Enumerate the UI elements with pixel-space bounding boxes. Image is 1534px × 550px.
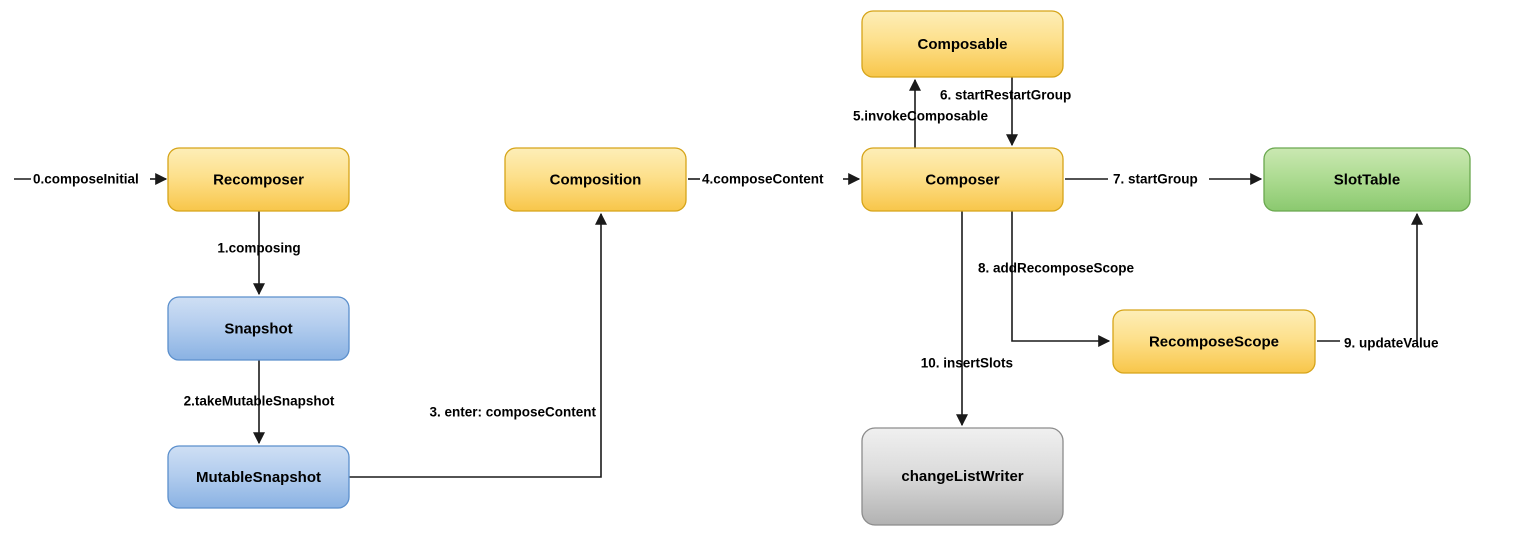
edge-3-enter-composeContent: 3. enter: composeContent bbox=[349, 212, 607, 478]
edge-4-label: 4.composeContent bbox=[702, 172, 824, 187]
edge-2-takeMutableSnapshot: 2.takeMutableSnapshot bbox=[184, 360, 335, 445]
node-slot-table-box[interactable] bbox=[1263, 147, 1471, 212]
edge-0-composeInitial: 0.composeInitial bbox=[14, 172, 168, 187]
edge-9-label: 9. updateValue bbox=[1344, 336, 1439, 351]
edge-1-composing: 1.composing bbox=[217, 211, 301, 296]
edge-7-label: 7. startGroup bbox=[1113, 172, 1198, 187]
edge-3-label: 3. enter: composeContent bbox=[429, 405, 596, 420]
node-composer-label: Composer bbox=[925, 171, 999, 188]
edge-8-arrow bbox=[1011, 211, 1111, 347]
edge-0-label: 0.composeInitial bbox=[33, 172, 139, 187]
node-slot-table[interactable]: SlotTable bbox=[1263, 147, 1471, 212]
node-recompose-scope[interactable]: RecomposeScope bbox=[1112, 309, 1316, 374]
node-recompose-scope-box[interactable] bbox=[1112, 309, 1316, 374]
edge-5-label: 5.invokeComposable bbox=[853, 109, 989, 124]
edge-8-label: 8. addRecomposeScope bbox=[978, 261, 1135, 276]
edge-6-label: 6. startRestartGroup bbox=[940, 88, 1071, 103]
node-composable-label: Composable bbox=[917, 36, 1007, 53]
node-snapshot[interactable]: Snapshot bbox=[167, 296, 350, 361]
edge-5-invokeComposable: 5.invokeComposable bbox=[853, 78, 989, 148]
node-composition-box[interactable] bbox=[504, 147, 687, 212]
node-recomposer-label: Recomposer bbox=[213, 171, 304, 188]
edge-7-startGroup: 7. startGroup bbox=[1065, 172, 1263, 187]
edge-8-addRecomposeScope: 8. addRecomposeScope bbox=[978, 211, 1135, 347]
edge-3-arrow bbox=[349, 212, 607, 478]
node-composition-label: Composition bbox=[550, 171, 642, 188]
node-mutable-snapshot[interactable]: MutableSnapshot bbox=[167, 445, 350, 509]
node-composer[interactable]: Composer bbox=[861, 147, 1064, 212]
edge-4-composeContent: 4.composeContent bbox=[688, 172, 861, 187]
node-composable[interactable]: Composable bbox=[861, 10, 1064, 78]
node-recomposer[interactable]: Recomposer bbox=[167, 147, 350, 212]
node-snapshot-label: Snapshot bbox=[224, 320, 292, 337]
edge-9-updateValue: 9. updateValue bbox=[1317, 212, 1439, 351]
edge-6-startRestartGroup: 6. startRestartGroup bbox=[940, 77, 1071, 147]
edge-1-label: 1.composing bbox=[217, 241, 300, 256]
node-recomposer-box[interactable] bbox=[167, 147, 350, 212]
edge-10-insertSlots: 10. insertSlots bbox=[921, 211, 1013, 427]
node-change-list-writer-box[interactable] bbox=[861, 427, 1064, 526]
node-snapshot-box[interactable] bbox=[167, 296, 350, 361]
node-composer-box[interactable] bbox=[861, 147, 1064, 212]
edge-10-label: 10. insertSlots bbox=[921, 356, 1013, 371]
node-composition[interactable]: Composition bbox=[504, 147, 687, 212]
edge-2-label: 2.takeMutableSnapshot bbox=[184, 394, 335, 409]
node-mutable-snapshot-box[interactable] bbox=[167, 445, 350, 509]
node-recompose-scope-label: RecomposeScope bbox=[1149, 333, 1279, 350]
node-change-list-writer-label: changeListWriter bbox=[901, 468, 1023, 485]
node-composable-box[interactable] bbox=[861, 10, 1064, 78]
node-mutable-snapshot-label: MutableSnapshot bbox=[196, 469, 321, 486]
node-slot-table-label: SlotTable bbox=[1334, 171, 1400, 188]
node-change-list-writer[interactable]: changeListWriter bbox=[861, 427, 1064, 526]
